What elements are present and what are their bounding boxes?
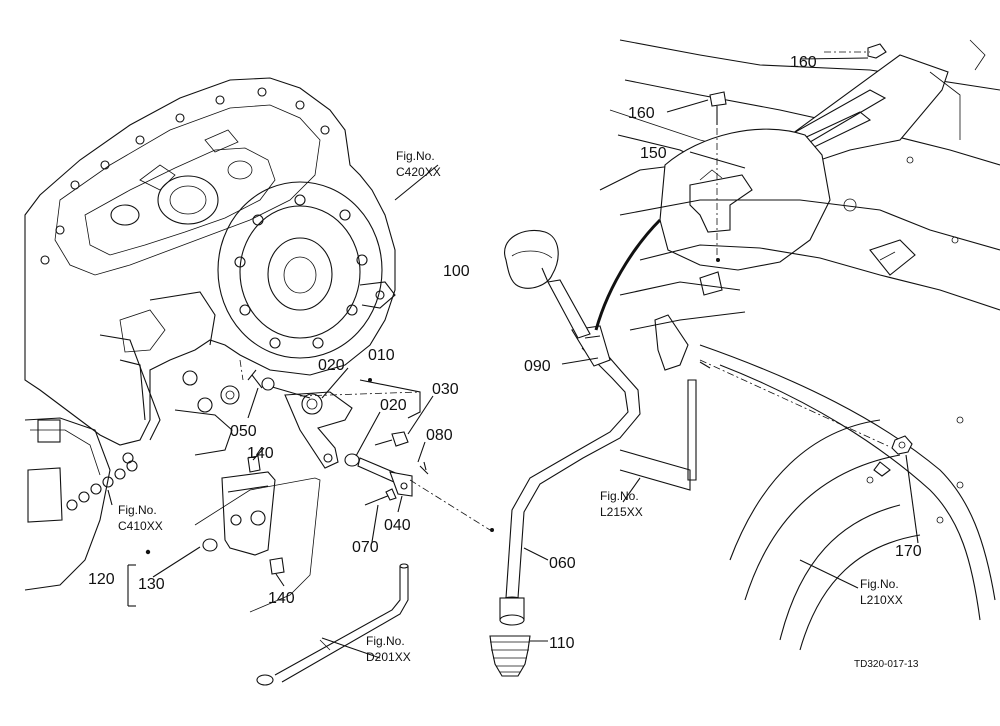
part-label-040: 040: [384, 517, 411, 534]
part-label-020-upper: 020: [318, 357, 345, 374]
fig-ref-c410-line2: C410XX: [118, 519, 163, 533]
fig-ref-l215-line2: L215XX: [600, 505, 643, 519]
figure-references: Fig.No. C420XX Fig.No. C410XX Fig.No. L2…: [118, 149, 903, 664]
shift-knob-100: [504, 230, 559, 289]
bracket-120: [145, 455, 321, 613]
fig-ref-d201-line1: Fig.No.: [366, 634, 405, 648]
leader-lines: [107, 51, 919, 659]
part-label-070: 070: [352, 539, 379, 556]
part-label-030: 030: [432, 381, 459, 398]
part-label-060: 060: [549, 555, 576, 572]
part-label-080: 080: [426, 427, 453, 444]
part-label-120: 120: [88, 571, 115, 588]
part-label-100: 100: [443, 263, 470, 280]
pivot-pin-040: [344, 453, 429, 497]
part-label-110: 110: [549, 635, 575, 652]
part-label-090: 090: [524, 358, 551, 375]
part-label-160-upper: 160: [790, 54, 817, 71]
part-label-150: 150: [640, 145, 667, 162]
fig-ref-c420-line1: Fig.No.: [396, 149, 435, 163]
part-label-130: 130: [138, 576, 165, 593]
fig-ref-c410-line1: Fig.No.: [118, 503, 157, 517]
part-label-050: 050: [230, 423, 257, 440]
pin-070: [364, 488, 397, 506]
part-label-020-lower: 020: [380, 397, 407, 414]
fig-ref-c420-line2: C420XX: [396, 165, 441, 179]
bolt-030: [374, 431, 409, 447]
part-label-140-upper: 140: [247, 445, 274, 462]
transmission-housing: [24, 77, 396, 591]
shift-lever-060: [499, 279, 641, 626]
part-label-140-lower: 140: [268, 590, 295, 607]
part-label-010: 010: [368, 347, 395, 364]
part-label-160-lower: 160: [628, 105, 655, 122]
rod-d201: [256, 563, 409, 686]
drawing-id: TD320-017-13: [854, 659, 919, 670]
boot-110: [489, 635, 531, 677]
fig-ref-l210-line2: L210XX: [860, 593, 903, 607]
fig-ref-l210-line1: Fig.No.: [860, 577, 899, 591]
part-label-170: 170: [895, 543, 922, 560]
part-labels: 160 160 150 100 090 020 010 030 020 080 …: [88, 54, 922, 652]
fender-assembly: [594, 39, 1000, 651]
fig-ref-l215-line1: Fig.No.: [600, 489, 639, 503]
fig-ref-d201-line2: D201XX: [366, 650, 411, 664]
